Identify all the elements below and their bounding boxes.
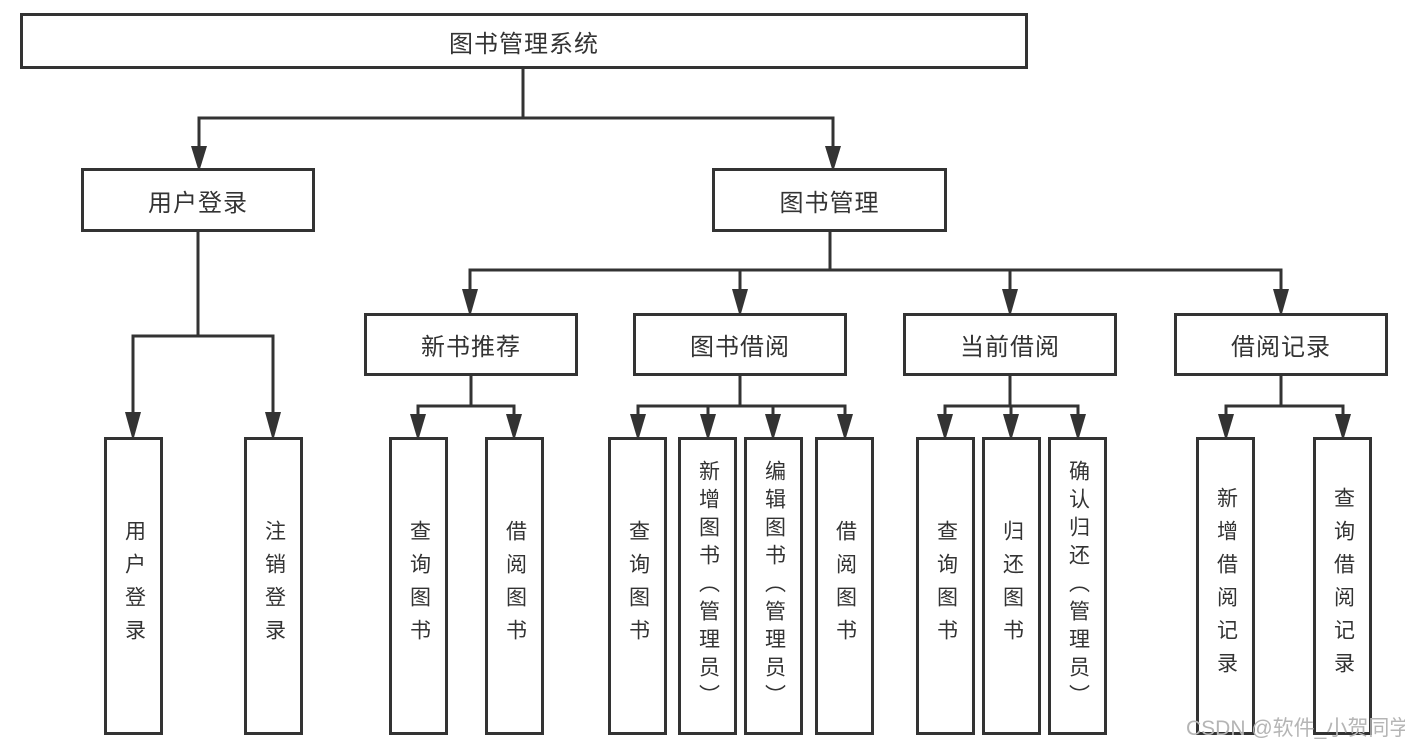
node-label: 注销登录 [262,520,286,652]
node-leaf-user-login: 用户登录 [104,437,163,735]
node-label: 归还图书 [1000,520,1024,652]
node-leaf-borrow-book-1: 借阅图书 [485,437,544,735]
node-leaf-add-borrow-record: 新增借阅记录 [1196,437,1255,735]
node-root-system: 图书管理系统 [20,13,1028,69]
node-leaf-query-book-3: 查询图书 [916,437,975,735]
node-current-borrow-group: 当前借阅 [903,313,1117,376]
node-leaf-add-book-admin: 新增图书（管理员） [678,437,737,735]
node-label: 确认归还（管理员） [1066,460,1090,712]
node-label: 查询图书 [407,520,431,652]
node-label: 新增借阅记录 [1214,487,1238,685]
node-book-borrow-group: 图书借阅 [633,313,847,376]
node-leaf-query-book-2: 查询图书 [608,437,667,735]
node-new-book-recommend-group: 新书推荐 [364,313,578,376]
node-leaf-confirm-return-admin: 确认归还（管理员） [1048,437,1107,735]
node-leaf-logout: 注销登录 [244,437,303,735]
node-label: 查询图书 [626,520,650,652]
node-leaf-edit-book-admin: 编辑图书（管理员） [744,437,803,735]
node-borrow-record-group: 借阅记录 [1174,313,1388,376]
node-label: 借阅图书 [503,520,527,652]
node-label: 查询借阅记录 [1331,487,1355,685]
node-label: 编辑图书（管理员） [762,460,786,712]
node-leaf-query-borrow-record: 查询借阅记录 [1313,437,1372,735]
node-label: 查询图书 [934,520,958,652]
csdn-watermark: CSDN @软件_小贺同学 [1186,717,1405,740]
node-book-management-branch: 图书管理 [712,168,947,232]
node-label: 新增图书（管理员） [696,460,720,712]
arrowheads [125,146,1351,441]
node-user-login-branch: 用户登录 [81,168,315,232]
node-leaf-borrow-book-2: 借阅图书 [815,437,874,735]
node-label: 用户登录 [122,520,146,652]
node-leaf-query-book-1: 查询图书 [389,437,448,735]
node-label: 借阅图书 [833,520,857,652]
node-leaf-return-book: 归还图书 [982,437,1041,735]
